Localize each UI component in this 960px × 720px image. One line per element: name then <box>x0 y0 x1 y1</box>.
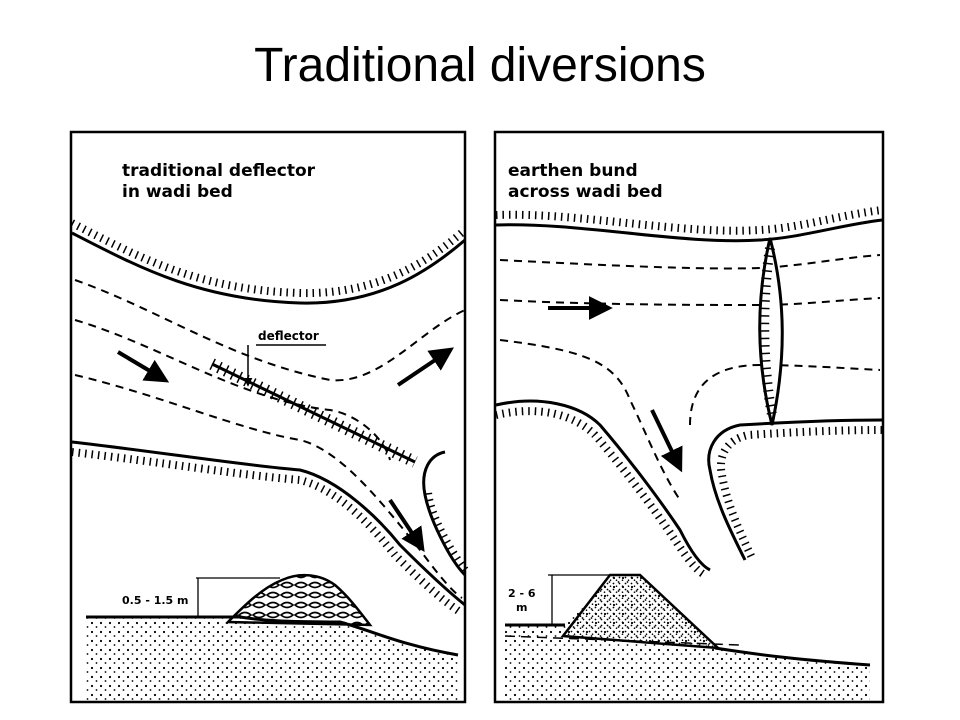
earthen-bund-section <box>560 573 722 650</box>
right-bottom-left-bank <box>495 399 711 572</box>
left-height-label: 0.5 - 1.5 m <box>122 594 189 607</box>
right-bed-level-line <box>504 635 741 646</box>
left-bottom-bank <box>71 440 466 607</box>
left-canal-bank-hatch <box>424 491 469 573</box>
earthen-bund-plan <box>758 237 784 426</box>
right-caption-line1: earthen bund <box>508 161 638 181</box>
right-top-bank <box>495 218 883 243</box>
left-top-bank-hatch <box>70 219 468 298</box>
right-caption-line2: across wadi bed <box>508 182 663 202</box>
left-flow-arrow-in <box>116 350 170 383</box>
right-panel-frame <box>493 130 885 704</box>
right-ground-line-right <box>714 646 871 667</box>
right-bottom-right-bank-hatch <box>717 426 883 560</box>
left-rock-deflector-section <box>225 573 373 627</box>
right-height-label-line1: 2 - 6 <box>508 587 536 600</box>
left-top-bank <box>71 231 466 305</box>
left-flow-arrow-divert <box>388 498 425 552</box>
earthen-bund-hatch <box>759 247 777 416</box>
right-bottom-left-bank-hatch <box>495 407 708 579</box>
left-ground-section <box>86 617 458 700</box>
right-panel: earthen bund across wadi bed <box>493 130 885 704</box>
left-caption-line2: in wadi bed <box>122 182 233 202</box>
right-bottom-right-bank <box>707 418 883 561</box>
slide-title: Traditional diversions <box>254 39 706 92</box>
right-height-label-line2: m <box>516 601 527 614</box>
left-panel-frame <box>69 130 467 704</box>
left-bottom-bank-hatch <box>71 448 463 616</box>
left-canal-bank <box>422 450 467 577</box>
deflector-label: deflector <box>258 329 319 343</box>
left-flow-arrow-continue <box>396 347 454 387</box>
left-panel: traditional deflector in wadi bed deflec… <box>69 130 469 704</box>
left-caption-line1: traditional deflector <box>122 161 316 181</box>
right-flow-arrow-divert <box>650 409 683 473</box>
right-flow-lines <box>499 254 881 501</box>
